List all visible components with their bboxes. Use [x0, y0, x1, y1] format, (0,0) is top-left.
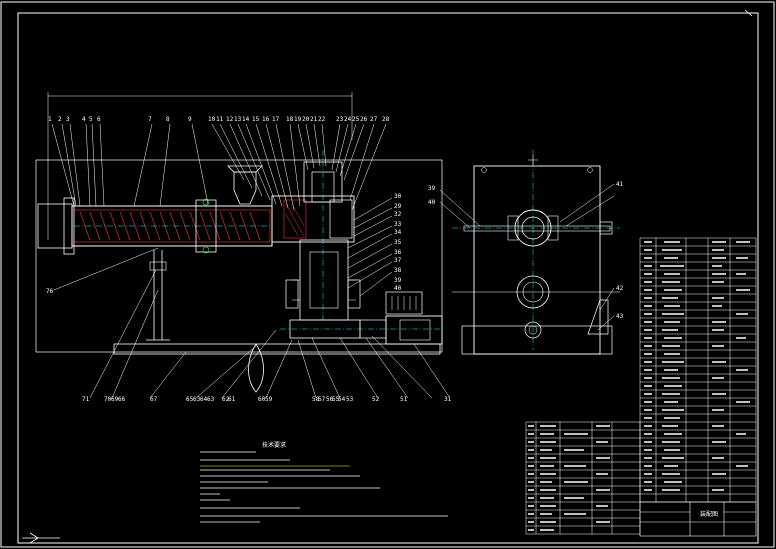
label-right-37: 37 [394, 257, 402, 264]
title-block-name: 装配图 [700, 510, 718, 518]
label-bottom-18: 53 [346, 396, 354, 403]
label-top-27: 27 [370, 116, 378, 123]
label-right-36: 36 [394, 249, 402, 256]
label-right-39: 39 [394, 277, 402, 284]
label-top-28: 28 [382, 116, 390, 123]
label-top-9: 9 [188, 116, 192, 123]
label-bottom-7: 64 [200, 396, 208, 403]
parts-list-table [525, 237, 757, 535]
label-top-12: 12 [226, 116, 234, 123]
label-side-39: 39 [428, 185, 436, 192]
label-side-41: 41 [616, 181, 624, 188]
label-bottom-13: 58 [312, 396, 320, 403]
label-right-40: 40 [394, 285, 402, 292]
label-top-16: 16 [262, 116, 270, 123]
label-left-76: 76 [46, 288, 54, 295]
label-bottom-8: 63 [207, 396, 215, 403]
label-top-8: 8 [166, 116, 170, 123]
label-bottom-9: 62 [222, 396, 230, 403]
label-top-13: 13 [234, 116, 242, 123]
label-right-38: 38 [394, 267, 402, 274]
label-top-21: 21 [310, 116, 318, 123]
title-block [639, 501, 757, 537]
label-bottom-14: 57 [318, 396, 326, 403]
label-top-25: 25 [352, 116, 360, 123]
label-top-1: 1 [48, 116, 52, 123]
feed-hopper [233, 171, 257, 205]
label-bottom-17: 54 [338, 396, 346, 403]
label-bottom-3: 66 [118, 396, 126, 403]
handwheel [248, 343, 264, 393]
label-side-40: 40 [428, 199, 436, 206]
corner-mark-top-right [744, 9, 753, 17]
technical-notes [200, 451, 448, 523]
side-view [439, 150, 620, 355]
label-top-5: 5 [89, 116, 93, 123]
label-top-18: 18 [286, 116, 294, 123]
label-top-10: 10 [208, 116, 216, 123]
label-bottom-10: 61 [228, 396, 236, 403]
label-top-4: 4 [82, 116, 86, 123]
label-side-42: 42 [616, 285, 624, 292]
label-top-3: 3 [66, 116, 70, 123]
die-head [37, 203, 73, 249]
label-top-6: 6 [97, 116, 101, 123]
label-bottom-2: 69 [111, 396, 119, 403]
label-bottom-11: 60 [258, 396, 266, 403]
label-right-35: 35 [394, 239, 402, 246]
label-top-17: 17 [272, 116, 280, 123]
label-bottom-19: 52 [372, 396, 380, 403]
label-top-11: 11 [216, 116, 224, 123]
label-top-26: 26 [360, 116, 368, 123]
label-top-20: 20 [302, 116, 310, 123]
machine-frame [35, 159, 443, 353]
label-right-33: 33 [394, 221, 402, 228]
label-top-19: 19 [294, 116, 302, 123]
base-rail [113, 343, 441, 355]
label-top-2: 2 [58, 116, 62, 123]
label-top-7: 7 [148, 116, 152, 123]
label-bottom-12: 59 [265, 396, 273, 403]
front-view [35, 92, 451, 399]
label-bottom-21: 31 [444, 396, 452, 403]
bottom-leader-lines [53, 247, 451, 399]
gearbox-housing [271, 195, 355, 243]
label-bottom-4: 67 [150, 396, 158, 403]
label-bottom-0: 71 [82, 396, 90, 403]
label-bottom-1: 70 [104, 396, 112, 403]
corner-mark-bottom-left [22, 532, 60, 544]
label-top-14: 14 [242, 116, 250, 123]
label-side-43: 43 [616, 313, 624, 320]
right-leader-lines [347, 197, 393, 297]
label-right-30: 30 [394, 193, 402, 200]
label-top-22: 22 [318, 116, 326, 123]
sheet-border-inner [17, 12, 759, 544]
parts-list-text [528, 241, 750, 531]
notes-title: 技术要求 [262, 441, 286, 449]
label-bottom-6: 63 [193, 396, 201, 403]
label-top-23: 23 [336, 116, 344, 123]
top-leader-lines [51, 123, 387, 211]
label-top-15: 15 [252, 116, 260, 123]
label-bottom-16: 55 [332, 396, 340, 403]
support-stand [146, 250, 170, 341]
label-right-34: 34 [394, 229, 402, 236]
label-bottom-15: 56 [326, 396, 334, 403]
label-bottom-5: 65 [186, 396, 194, 403]
label-top-24: 24 [344, 116, 352, 123]
label-right-29: 29 [394, 203, 402, 210]
label-bottom-20: 51 [400, 396, 408, 403]
label-right-32: 32 [394, 211, 402, 218]
